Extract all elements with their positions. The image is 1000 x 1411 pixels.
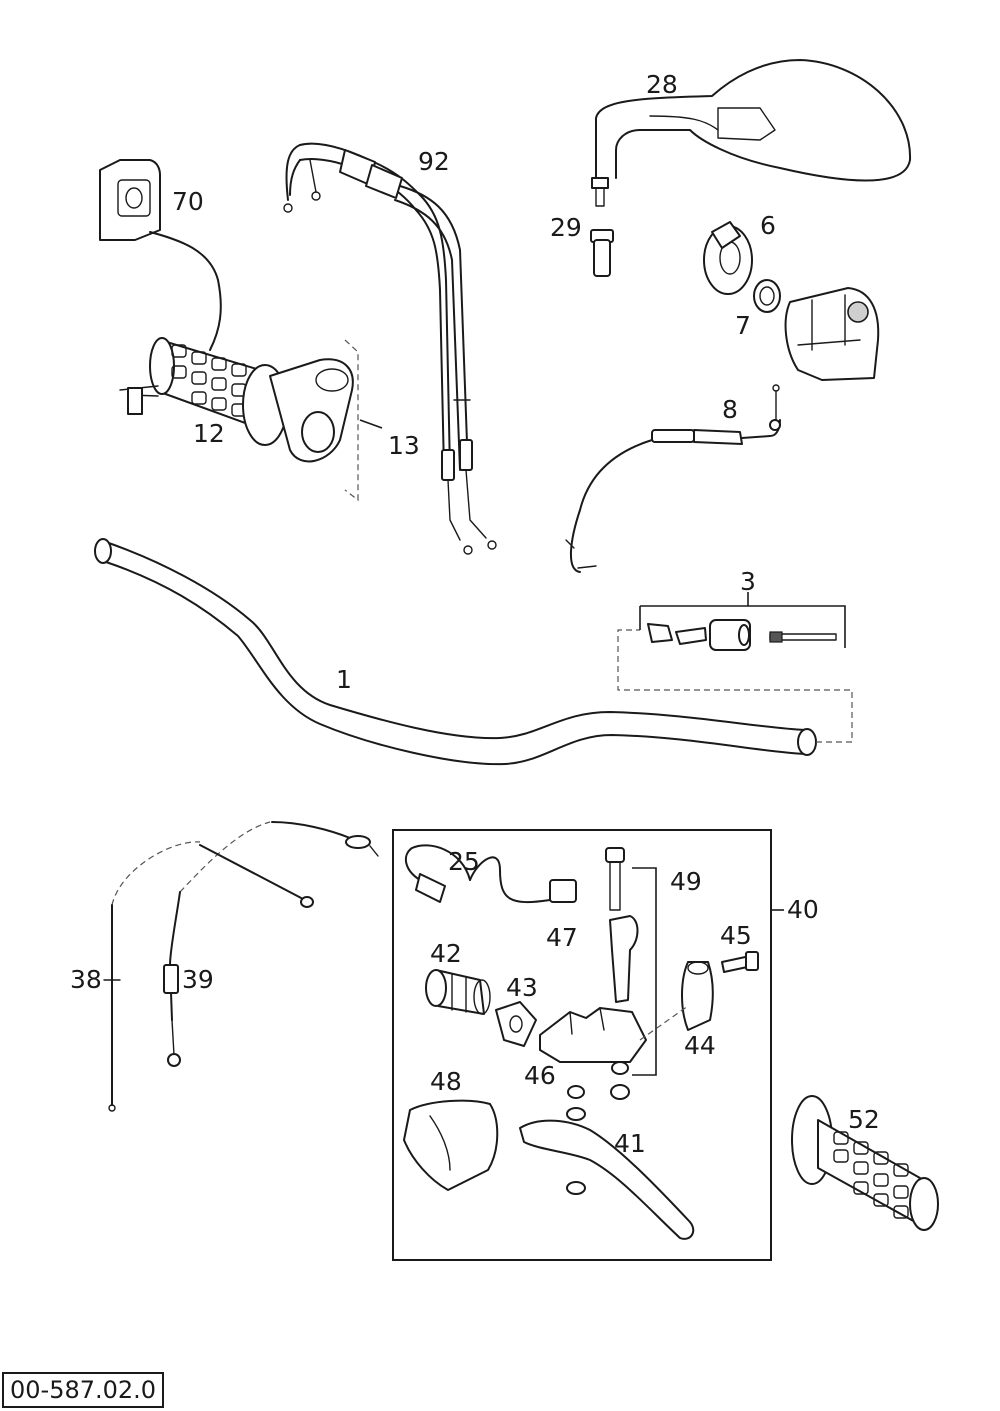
callout-45: 45 bbox=[720, 921, 752, 950]
callout-8: 8 bbox=[722, 395, 738, 424]
callout-39: 39 bbox=[182, 965, 214, 994]
callout-52: 52 bbox=[848, 1105, 880, 1134]
callout-41: 41 bbox=[614, 1129, 646, 1158]
callout-42: 42 bbox=[430, 939, 462, 968]
handlebar bbox=[94, 538, 853, 766]
callout-12: 12 bbox=[193, 419, 225, 448]
callout-13: 13 bbox=[388, 431, 420, 460]
throttle-cables bbox=[283, 142, 497, 555]
left-grip bbox=[791, 1095, 939, 1231]
callout-6: 6 bbox=[760, 211, 776, 240]
callout-46: 46 bbox=[524, 1061, 556, 1090]
callout-49: 49 bbox=[670, 867, 702, 896]
callout-48: 48 bbox=[430, 1067, 462, 1096]
callout-25: 25 bbox=[448, 847, 480, 876]
clutch-assembly-parts bbox=[403, 844, 759, 1240]
callout-3: 3 bbox=[740, 567, 756, 596]
callout-labels: 28 92 70 6 29 7 8 12 13 3 1 25 49 40 47 … bbox=[70, 70, 880, 1158]
throttle-grip bbox=[119, 337, 383, 502]
callout-44: 44 bbox=[684, 1031, 716, 1060]
callout-92: 92 bbox=[418, 147, 450, 176]
callout-38: 38 bbox=[70, 965, 102, 994]
callout-1: 1 bbox=[336, 665, 352, 694]
bar-end-set bbox=[639, 592, 846, 651]
callout-40: 40 bbox=[787, 895, 819, 924]
mirror bbox=[590, 59, 912, 277]
assembly-frame-40 bbox=[392, 829, 772, 1261]
callout-28: 28 bbox=[646, 70, 678, 99]
drawing-number: 00-587.02.0 bbox=[2, 1372, 165, 1408]
callout-7: 7 bbox=[735, 311, 751, 340]
clutch-cables bbox=[103, 821, 379, 1112]
callout-43: 43 bbox=[506, 973, 538, 1002]
switch-housing bbox=[703, 221, 880, 381]
choke-cable bbox=[565, 384, 781, 573]
callout-47: 47 bbox=[546, 923, 578, 952]
kill-switch bbox=[99, 159, 222, 351]
callout-70: 70 bbox=[172, 187, 204, 216]
callout-29: 29 bbox=[550, 213, 582, 242]
